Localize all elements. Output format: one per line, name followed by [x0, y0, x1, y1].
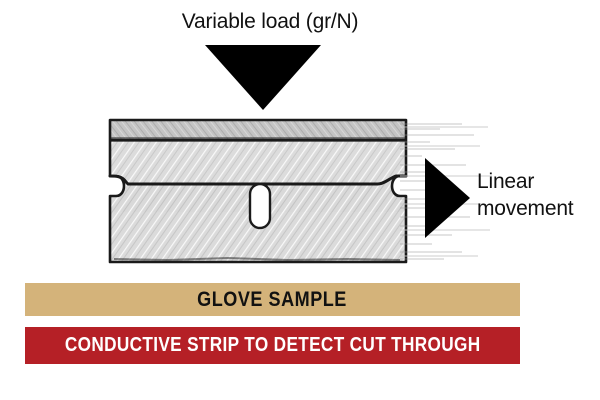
conductive-strip-label: CONDUCTIVE STRIP TO DETECT CUT THROUGH	[64, 334, 481, 356]
arrow-right-icon	[425, 158, 470, 238]
razor-blade-illustration	[108, 116, 418, 268]
razor-blade-icon	[108, 118, 408, 264]
blade-shoulder-line	[108, 174, 408, 186]
glove-sample-bar: GLOVE SAMPLE	[25, 283, 520, 316]
linear-movement-label: Linear movement	[477, 170, 574, 220]
conductive-strip-bar: CONDUCTIVE STRIP TO DETECT CUT THROUGH	[25, 327, 520, 364]
glove-sample-label: GLOVE SAMPLE	[197, 287, 348, 311]
blade-outline	[108, 118, 408, 264]
variable-load-title: Variable load (gr/N)	[181, 10, 359, 33]
arrow-down-icon	[205, 45, 321, 110]
blade-center-slot	[248, 182, 272, 230]
